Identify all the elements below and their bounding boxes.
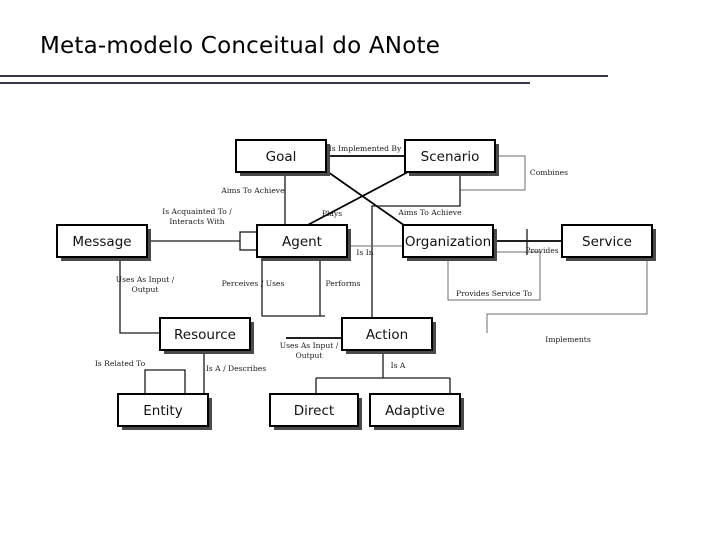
node-adaptive[interactable]: Adaptive — [369, 393, 464, 430]
edge-label-uses-as-input-left-line2: Output — [132, 285, 159, 294]
edge-organization-self-line — [447, 251, 541, 301]
node-agent-label: Agent — [282, 234, 322, 250]
edge-label-uses-as-input-left-line1: Uses As Input / — [116, 275, 175, 284]
node-entity[interactable]: Entity — [117, 393, 212, 430]
edge-message-resource-line — [119, 258, 164, 334]
node-resource[interactable]: Resource — [159, 317, 254, 354]
page-title: Meta-modelo Conceitual do ANote — [40, 33, 441, 59]
title-divider-lower — [0, 82, 530, 84]
title-divider-upper — [0, 75, 608, 77]
edge-label-provides: Provides — [525, 246, 558, 255]
node-scenario[interactable]: Scenario — [404, 139, 499, 176]
edge-action-service-line — [486, 258, 648, 333]
edge-entity-self-line — [144, 369, 186, 410]
edge-label-provides-service-to: Provides Service To — [456, 289, 532, 298]
node-agent[interactable]: Agent — [256, 224, 351, 261]
edge-scenario-agent-line — [301, 171, 409, 229]
edge-label-performs: Performs — [325, 279, 360, 288]
node-goal[interactable]: Goal — [235, 139, 330, 176]
edge-label-uses-as-input-mid-line1: Uses As Input / — [280, 341, 339, 350]
edge-label-is-acquainted-line2: Interacts With — [169, 217, 224, 226]
edge-label-perceives-uses: Perceives / Uses — [222, 279, 285, 288]
edge-label-implements: Implements — [545, 335, 591, 344]
node-direct-label: Direct — [294, 403, 334, 419]
edge-scenario-self-line — [460, 155, 526, 191]
edge-label-is-acquainted-line1: Is Acquainted To / — [162, 207, 232, 216]
node-direct[interactable]: Direct — [269, 393, 362, 430]
node-entity-label: Entity — [143, 403, 182, 419]
edge-scenario-down-line — [371, 172, 461, 318]
node-scenario-label: Scenario — [421, 149, 480, 165]
node-message[interactable]: Message — [56, 224, 151, 261]
node-organization-label: Organization — [405, 234, 491, 250]
node-action-label: Action — [366, 327, 408, 343]
edge-label-is-a: Is A — [391, 361, 406, 370]
edge-label-uses-as-input-mid-line2: Output — [296, 351, 323, 360]
node-resource-label: Resource — [174, 327, 236, 343]
edge-label-aims-to-achieve-left: Aims To Achieve — [220, 186, 285, 195]
node-goal-label: Goal — [266, 149, 297, 165]
edge-label-plays: Plays — [322, 209, 342, 218]
edge-label-combines: Combines — [530, 168, 568, 177]
node-message-label: Message — [72, 234, 131, 250]
edge-action-isa-line — [315, 350, 451, 394]
node-service[interactable]: Service — [561, 224, 656, 261]
edge-label-is-in: Is In — [356, 248, 373, 257]
edge-label-is-implemented-by: Is Implemented By — [329, 144, 402, 153]
edge-label-aims-to-achieve-right: Aims To Achieve — [397, 208, 462, 217]
node-action[interactable]: Action — [341, 317, 436, 354]
edge-organization-service-line — [494, 229, 562, 255]
node-service-label: Service — [582, 234, 632, 250]
edge-goal-organization-line — [327, 171, 409, 229]
edge-label-is-a-describes: Is A / Describes — [206, 364, 266, 373]
edge-message-agent-line — [148, 231, 258, 251]
edge-agent-resource-line — [261, 258, 325, 317]
edge-label-is-related-to: Is Related To — [95, 359, 146, 368]
node-adaptive-label: Adaptive — [385, 403, 445, 419]
conceptual-model-diagram: Goal Scenario Message Agent — [40, 128, 680, 444]
node-organization[interactable]: Organization — [402, 224, 497, 261]
